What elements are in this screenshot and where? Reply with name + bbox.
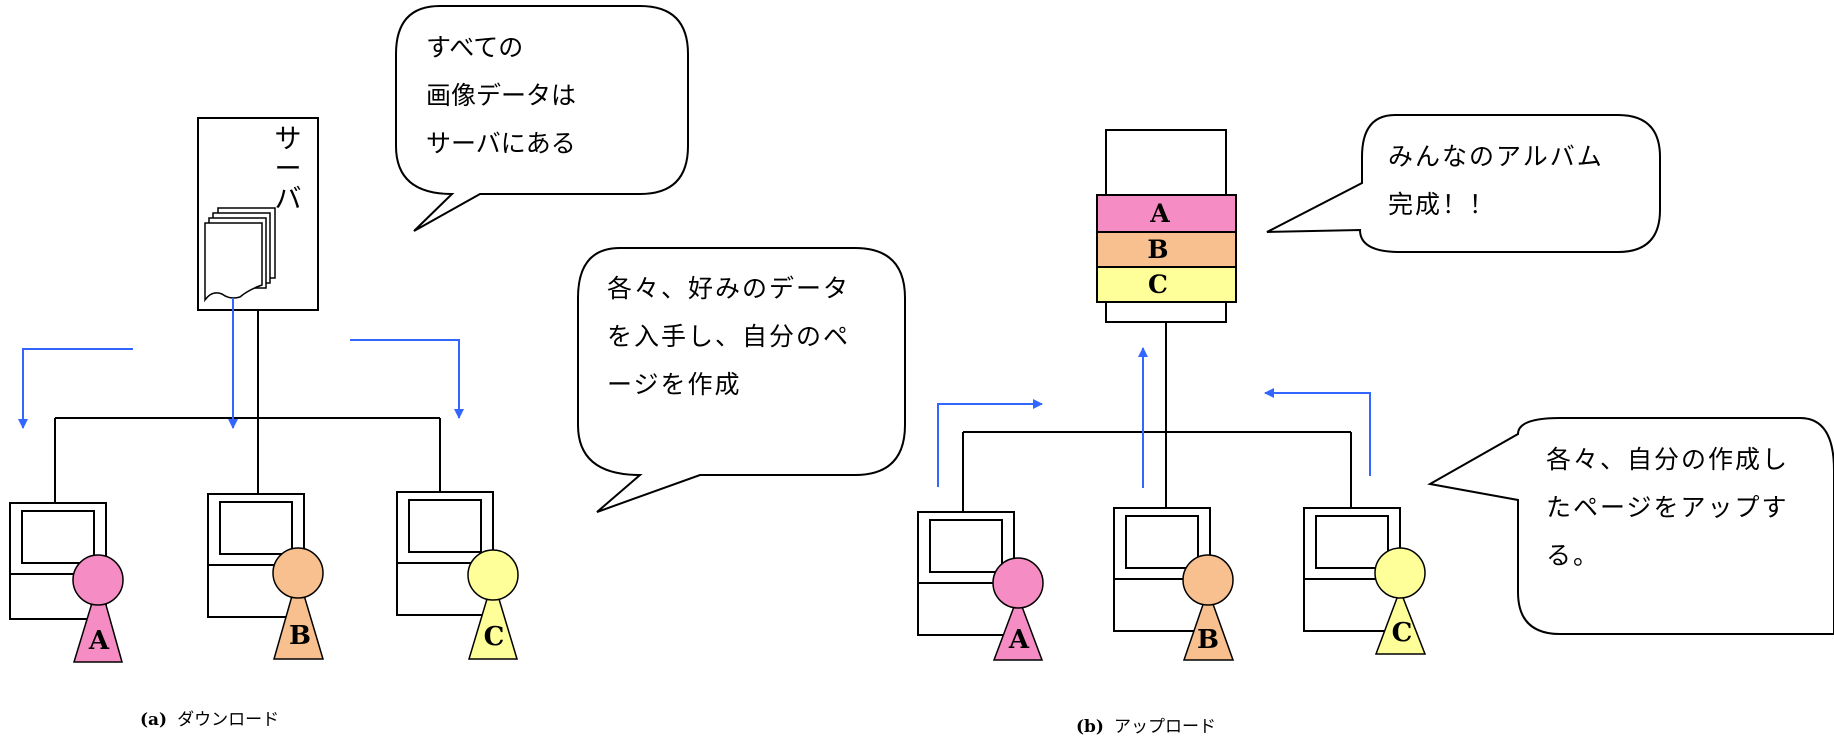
caption-a: (a) ダウンロード (140, 705, 279, 730)
upload-arrow-left (937, 399, 1043, 487)
album-letter-a: A (1149, 199, 1170, 228)
callout-each-text: 各々、好みのデータ を入手し、自分のペ ージを作成 (607, 265, 850, 409)
user-b2: B (1182, 554, 1235, 661)
album-section-b (1096, 231, 1237, 268)
callout-each-line: を入手し、自分のペ (607, 322, 851, 351)
document-stack-icon (204, 207, 276, 303)
callout-each-line: ージを作成 (607, 370, 742, 399)
caption-b-text: アップロード (1113, 717, 1216, 737)
album-section-a (1096, 194, 1237, 233)
computer-c1 (396, 491, 494, 616)
computer-b1 (207, 493, 305, 618)
user-a1: A (72, 554, 124, 663)
user-a1-letter: A (88, 626, 110, 656)
server-label-char: バ (274, 184, 302, 215)
upload-arrows (937, 347, 1371, 488)
server-label-char: ー (274, 154, 302, 185)
callout-upload-text: 各々、自分の作成し たページをアップす る。 (1546, 436, 1789, 580)
user-c2-letter: C (1392, 618, 1413, 648)
panel-b: A B C (917, 114, 1834, 661)
user-b1-letter: B (289, 621, 311, 651)
network-lines-b (962, 322, 1352, 512)
user-a2: A (992, 557, 1044, 661)
callout-album-text: みんなのアルバム 完成！！ (1388, 133, 1604, 229)
album-letter-c: C (1148, 270, 1168, 299)
download-arrows (18, 298, 464, 429)
callout-each-line: 各々、好みのデータ (607, 274, 851, 303)
user-a2-letter: A (1008, 625, 1030, 655)
caption-b: (b) アップロード (1076, 712, 1216, 737)
callout-server-line: サーバにある (426, 129, 576, 158)
callout-upload-line: 各々、自分の作成し (1546, 445, 1790, 474)
callout-upload-line: る。 (1546, 541, 1601, 570)
computer-b2 (1113, 507, 1211, 632)
caption-a-text: ダウンロード (177, 710, 280, 730)
panel-a: A B C (9, 5, 906, 663)
callout-server-text: すべての 画像データは サーバにある (426, 24, 576, 168)
callout-album-line: 完成！！ (1388, 190, 1497, 219)
user-c2: C (1374, 547, 1427, 655)
callout-album (1266, 114, 1661, 253)
callout-upload-line: たページをアップす (1546, 493, 1789, 522)
download-arrow-left (18, 348, 133, 429)
callout-each (577, 247, 906, 513)
network-lines-a (54, 310, 441, 503)
user-b2-letter: B (1197, 625, 1219, 655)
upload-arrow-right (1264, 388, 1371, 476)
server-label-char: サ (274, 124, 302, 155)
album-letter-b: B (1147, 235, 1168, 264)
album-section-c (1096, 266, 1237, 303)
server-label: サ ー バ (273, 125, 303, 215)
user-b1: B (272, 547, 325, 660)
user-c1-letter: C (484, 622, 505, 652)
caption-a-label: (a) (140, 710, 168, 730)
callout-server (395, 5, 689, 232)
callout-upload (1427, 417, 1834, 635)
callout-album-line: みんなのアルバム (1388, 142, 1604, 171)
callout-server-line: 画像データは (426, 81, 577, 110)
callout-server-line: すべての (426, 33, 524, 62)
user-c1: C (467, 549, 519, 660)
download-arrow-right (350, 339, 464, 419)
caption-b-label: (b) (1076, 717, 1104, 737)
